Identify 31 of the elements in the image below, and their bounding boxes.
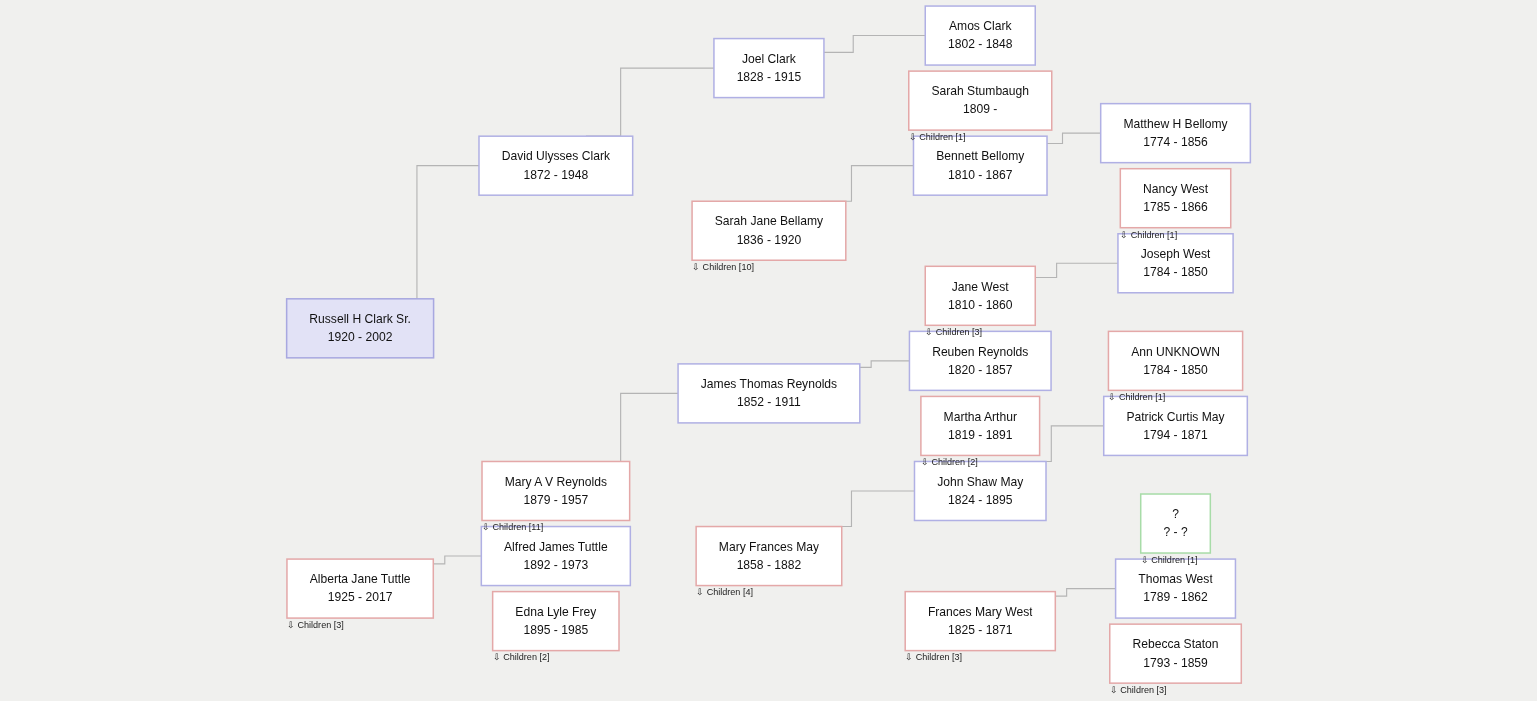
children-count: ⇩ Children [4] xyxy=(696,587,753,598)
node-box: Russell H Clark Sr. 1920 - 2002 xyxy=(285,298,435,359)
node-box: James Thomas Reynolds 1852 - 1911 xyxy=(677,363,861,424)
children-count: ⇩ Children [3] xyxy=(286,619,344,630)
node-box: Nancy West 1785 - 1866 xyxy=(1119,167,1232,229)
node-box: Ann UNKNOWN 1784 - 1850 xyxy=(1107,330,1244,392)
children-count: ⇩ Children [11] xyxy=(482,522,544,533)
children-count: ⇩ Children [3] xyxy=(925,327,983,338)
node-box: David Ulysses Clark 1872 - 1948 xyxy=(478,135,634,196)
node-box: Rebecca Staton 1793 - 1859 xyxy=(1109,623,1243,684)
connector xyxy=(859,360,910,368)
node-box: Frances Mary West 1825 - 1871 xyxy=(904,590,1057,652)
node-box: Matthew H Bellomy 1774 - 1856 xyxy=(1099,102,1252,164)
node-box: Amos Clark 1802 - 1848 xyxy=(924,5,1036,66)
children-count: ⇩ Children [1] xyxy=(1108,392,1166,403)
children-count: ⇩ Children [3] xyxy=(905,652,963,663)
node-box: Mary A V Reynolds 1879 - 1957 xyxy=(481,460,631,522)
children-count: ⇩ Children [2] xyxy=(920,457,978,468)
node-box: Martha Arthur 1819 - 1891 xyxy=(920,395,1041,457)
node-box: Joel Clark 1828 - 1915 xyxy=(713,37,825,99)
node-box: Alberta Jane Tuttle 1925 - 2017 xyxy=(286,558,435,619)
children-count: ⇩ Children [3] xyxy=(1109,685,1167,695)
node-box: Edna Lyle Frey 1895 - 1985 xyxy=(491,590,620,652)
node-box: Mary Frances May 1858 - 1882 xyxy=(695,525,843,587)
node-box: Jane West 1810 - 1860 xyxy=(924,265,1036,327)
children-count: ⇩ Children [10] xyxy=(692,262,754,273)
children-count: ⇩ Children [2] xyxy=(492,652,550,663)
connector xyxy=(823,35,926,53)
node-box: Sarah Stumbaugh 1809 - xyxy=(908,70,1053,131)
node-box: ? ? - ? xyxy=(1139,493,1212,554)
node-box: Sarah Jane Bellamy 1836 - 1920 xyxy=(691,200,847,261)
